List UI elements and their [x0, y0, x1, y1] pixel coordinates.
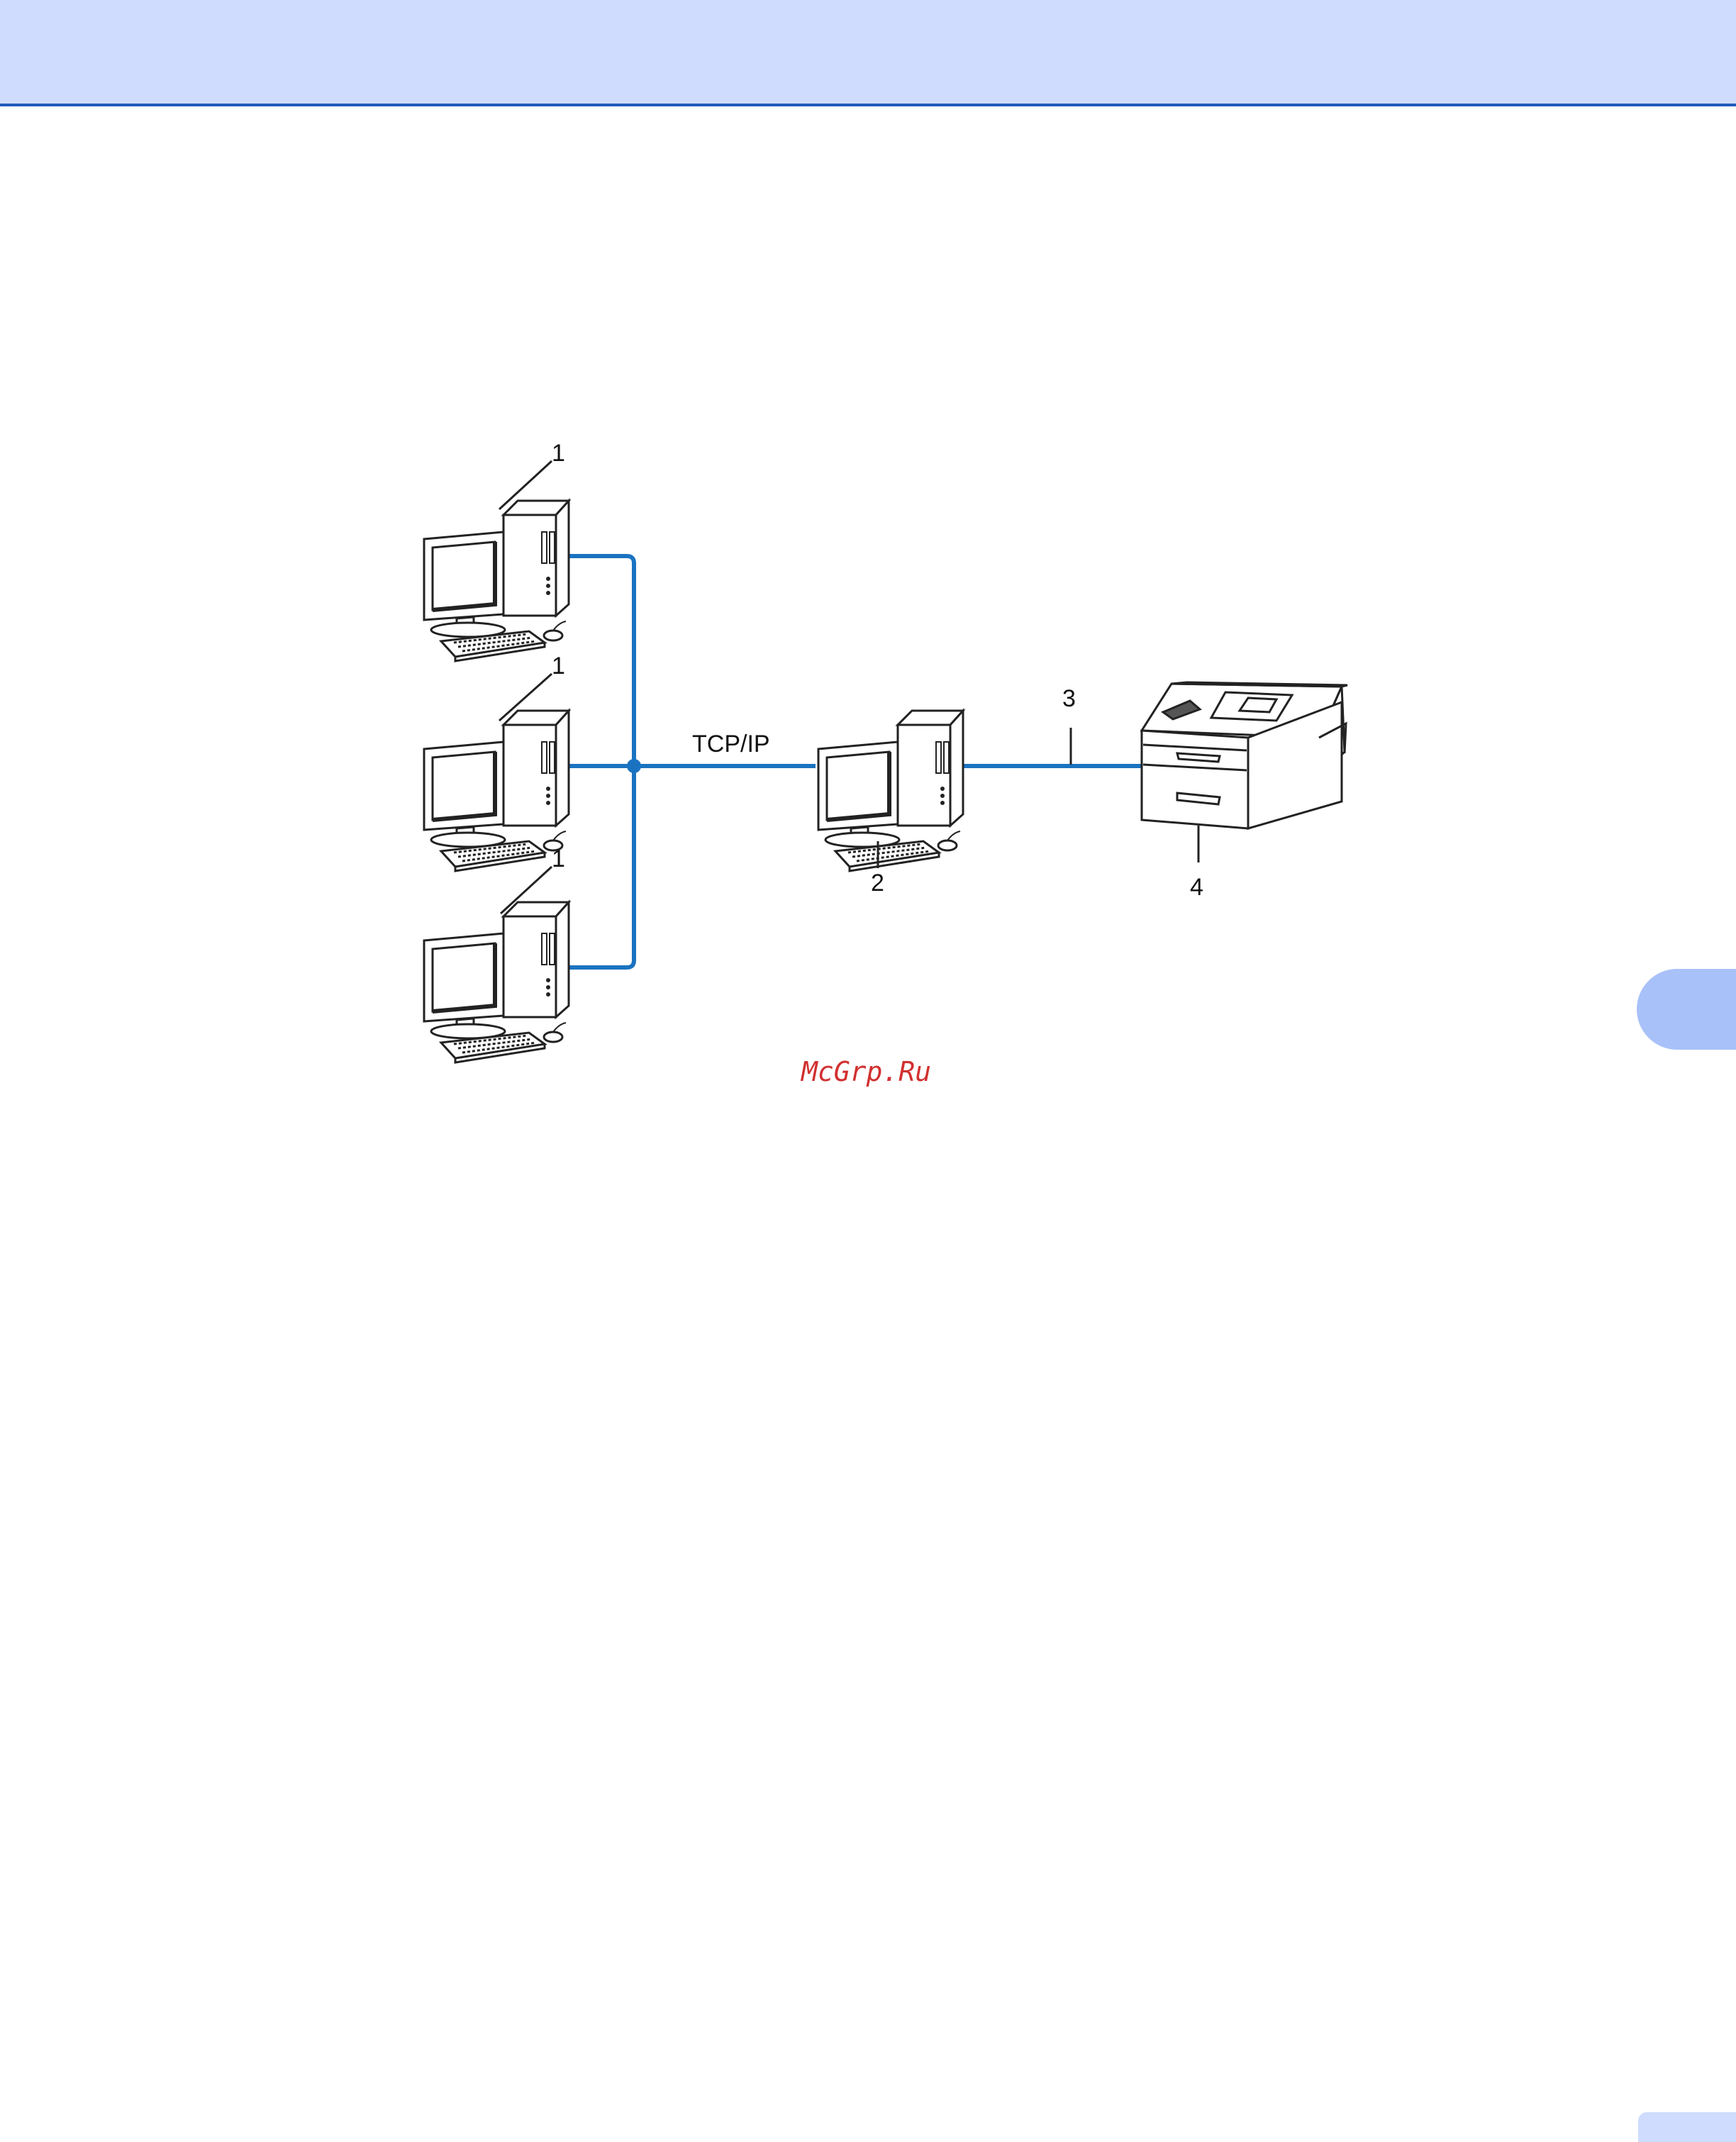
desktop-computer-icon: [424, 501, 569, 661]
client-2-label: 1: [552, 653, 565, 679]
watermark: McGrp.Ru: [800, 1056, 931, 1087]
network-junction: [627, 759, 641, 773]
client-3-label: 1: [552, 845, 565, 872]
desktop-computer-icon: [424, 711, 569, 871]
client-1-label: 1: [552, 440, 565, 467]
desktop-computer-icon: [424, 902, 569, 1062]
laser-printer-icon: [1142, 682, 1347, 828]
printer-label: 4: [1190, 874, 1203, 901]
cable-label: 3: [1062, 685, 1076, 712]
desktop-computer-icon: [818, 711, 963, 871]
server-label: 2: [871, 870, 884, 897]
protocol-label: TCP/IP: [692, 731, 770, 758]
